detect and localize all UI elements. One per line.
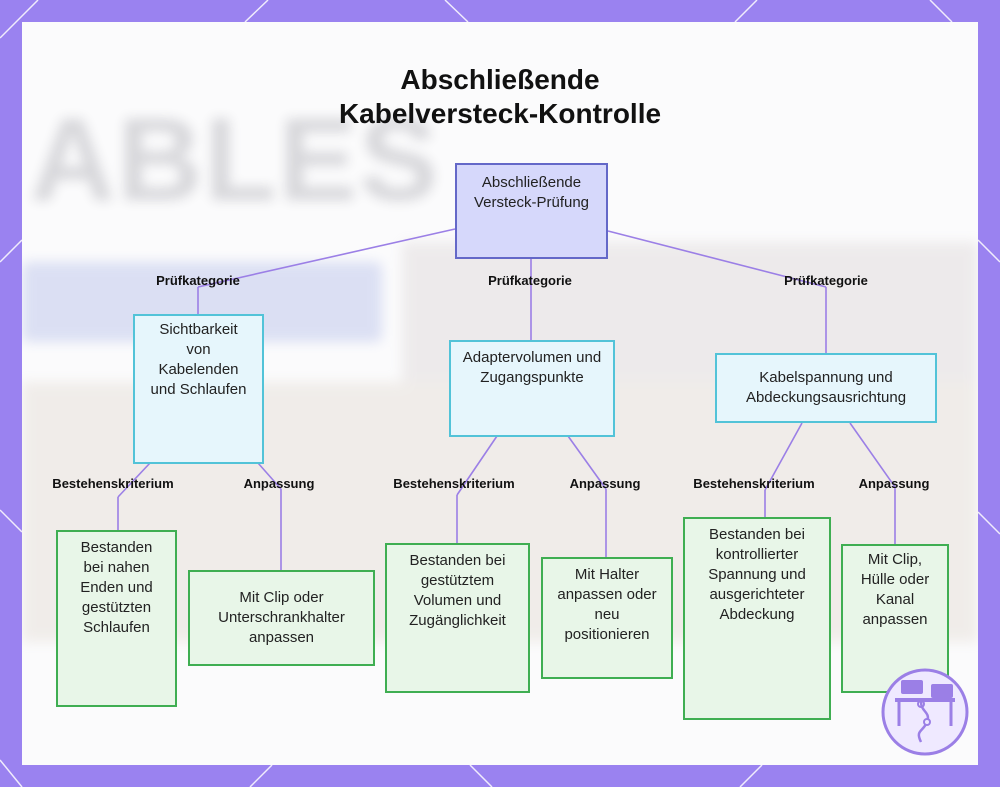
desk-cable-logo-icon <box>881 668 969 756</box>
edge-label-criterion-1: Bestehenskriterium <box>52 476 174 491</box>
criterion-node-1: Bestanden bei nahen Enden und gestützten… <box>56 530 177 707</box>
adjustment-node-3: Mit Clip, Hülle oder Kanal anpassen <box>841 544 949 693</box>
criterion-node-2: Bestanden bei gestütztem Volumen und Zug… <box>385 543 530 693</box>
adjustment-node-1: Mit Clip oder Unterschrankhalter anpasse… <box>188 570 375 666</box>
edge-label-adjustment-1: Anpassung <box>243 476 315 491</box>
adjustment-node-2: Mit Halter anpassen oder neu positionier… <box>541 557 673 679</box>
edge-label-category-1: Prüfkategorie <box>156 273 240 288</box>
diagram-title-line-1: Abschließende <box>400 64 600 95</box>
diagram-title-line-2: Kabelversteck-Kontrolle <box>338 98 662 129</box>
category-node-3: Kabelspannung und Abdeckungsausrichtung <box>715 353 937 423</box>
root-node: Abschließende Versteck-Prüfung <box>455 163 608 259</box>
edge-label-criterion-3: Bestehenskriterium <box>693 476 815 491</box>
edge-label-category-3: Prüfkategorie <box>784 273 868 288</box>
edge-label-category-2: Prüfkategorie <box>488 273 572 288</box>
edge-label-adjustment-2: Anpassung <box>569 476 641 491</box>
category-node-1: Sichtbarkeit von Kabelenden und Schlaufe… <box>133 314 264 464</box>
criterion-node-3: Bestanden bei kontrollierter Spannung un… <box>683 517 831 720</box>
edge-label-criterion-2: Bestehenskriterium <box>393 476 515 491</box>
edge-label-adjustment-3: Anpassung <box>858 476 930 491</box>
category-node-2: Adaptervolumen und Zugangspunkte <box>449 340 615 437</box>
